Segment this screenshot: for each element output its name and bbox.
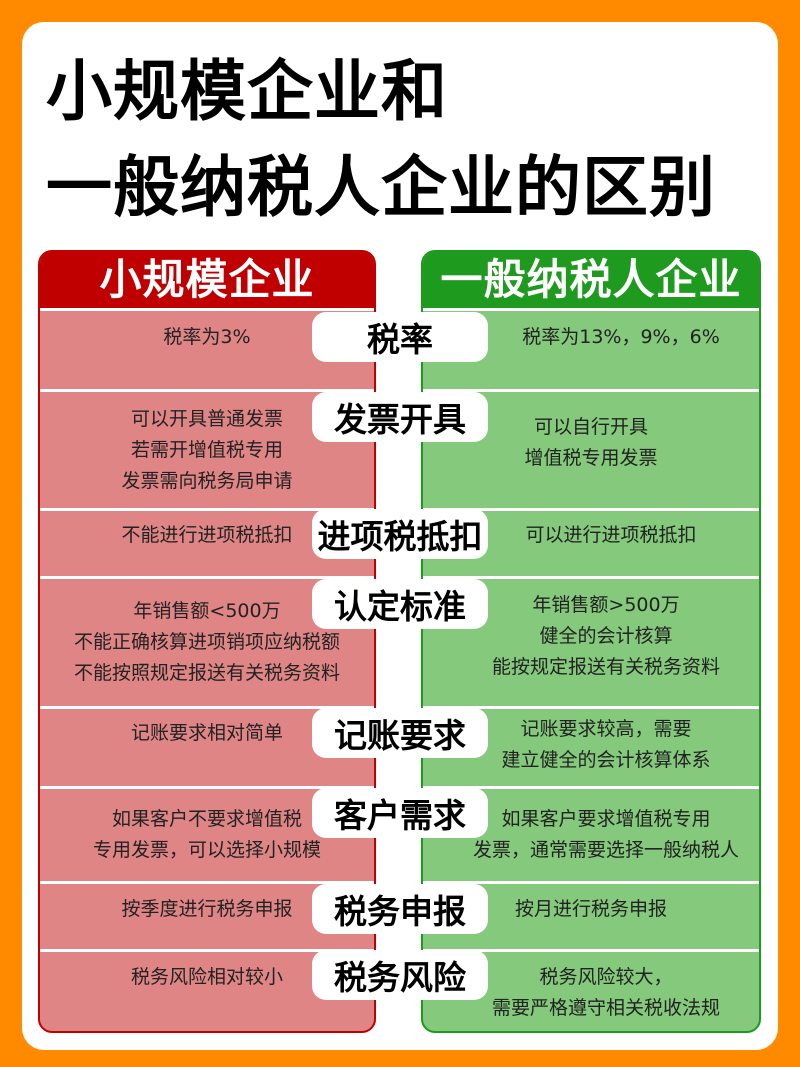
cell-line: 如果客户不要求增值税 (111, 808, 302, 830)
category-label-risk: 税务风险 (312, 950, 488, 1000)
row-divider (40, 786, 374, 789)
general-cell-input-tax: 可以进行进项税抵扣 (423, 520, 759, 551)
general-cell-risk: 税务风险较大， 需要严格遵守相关税收法规 (423, 962, 759, 1024)
cell-line: 可以进行进项税抵扣 (525, 524, 697, 546)
cell-line: 能按规定报送有关税务资料 (491, 656, 720, 678)
cell-line: 专用发票，可以选择小规模 (92, 839, 321, 861)
cell-line: 税务风险相对较小 (130, 966, 283, 988)
cell-line: 按季度进行税务申报 (121, 898, 293, 920)
cell-line: 需要严格遵守相关税收法规 (491, 997, 720, 1019)
category-label-customer: 客户需求 (312, 788, 488, 838)
category-label-input-tax: 进项税抵扣 (312, 509, 488, 559)
category-label-filing: 税务申报 (312, 884, 488, 934)
row-divider (423, 706, 759, 709)
row-divider (423, 786, 759, 789)
small-scale-header: 小规模企业 (40, 252, 374, 308)
row-divider (40, 508, 374, 511)
cell-line: 可以自行开具 (533, 416, 648, 438)
cell-line: 不能按照规定报送有关税务资料 (73, 662, 340, 684)
general-cell-filing: 按月进行税务申报 (423, 894, 759, 925)
cell-line: 若需开增值税专用 (130, 439, 283, 461)
cell-line: 建立健全的会计核算体系 (501, 749, 711, 771)
cell-line: 税率为13%，9%，6% (522, 326, 720, 348)
category-label-criteria: 认定标准 (312, 579, 488, 629)
row-divider (40, 308, 374, 311)
cell-line: 记账要求较高，需要 (520, 718, 692, 740)
cell-line: 发票，通常需要选择一般纳税人 (472, 839, 739, 861)
row-divider (423, 308, 759, 311)
general-cell-invoice: 可以自行开具 增值税专用发票 (423, 412, 759, 474)
row-divider (40, 576, 374, 579)
cell-line: 不能正确核算进项销项应纳税额 (73, 631, 340, 653)
general-taxpayer-header: 一般纳税人企业 (423, 252, 759, 308)
general-cell-tax-rate: 税率为13%，9%，6% (423, 322, 759, 353)
row-divider (423, 949, 759, 952)
page-title-line-2: 一般纳税人企业的区别 (46, 149, 716, 226)
cell-line: 不能进行进项税抵扣 (121, 524, 293, 546)
small-cell-bookkeeping: 记账要求相对简单 (40, 718, 374, 749)
small-cell-customer: 如果客户不要求增值税 专用发票，可以选择小规模 (40, 804, 374, 866)
small-cell-filing: 按季度进行税务申报 (40, 894, 374, 925)
small-cell-tax-rate: 税率为3% (40, 322, 374, 353)
cell-line: 如果客户要求增值税专用 (501, 808, 711, 830)
page-title-line-1: 小规模企业和 (46, 53, 448, 130)
row-divider (40, 706, 374, 709)
small-cell-criteria: 年销售额<500万 不能正确核算进项销项应纳税额 不能按照规定报送有关税务资料 (40, 596, 374, 689)
row-divider (423, 576, 759, 579)
general-cell-bookkeeping: 记账要求较高，需要 建立健全的会计核算体系 (423, 714, 759, 776)
cell-line: 税率为3% (163, 326, 251, 348)
general-cell-criteria: 年销售额>500万 健全的会计核算 能按规定报送有关税务资料 (423, 590, 759, 683)
row-divider (423, 881, 759, 884)
cell-line: 可以开具普通发票 (130, 408, 283, 430)
row-divider (40, 949, 374, 952)
general-taxpayer-column: 一般纳税人企业 税率为13%，9%，6% 可以自行开具 增值税专用发票 可以进行… (421, 250, 761, 1033)
cell-line: 记账要求相对简单 (130, 722, 283, 744)
small-cell-invoice: 可以开具普通发票 若需开增值税专用 发票需向税务局申请 (40, 404, 374, 497)
cell-line: 健全的会计核算 (539, 625, 673, 647)
cell-line: 发票需向税务局申请 (121, 470, 293, 492)
category-label-bookkeeping: 记账要求 (312, 708, 488, 758)
small-cell-input-tax: 不能进行进项税抵扣 (40, 520, 374, 551)
cell-line: 增值税专用发票 (524, 447, 658, 469)
category-label-tax-rate: 税率 (312, 312, 488, 362)
general-cell-customer: 如果客户要求增值税专用 发票，通常需要选择一般纳税人 (423, 804, 759, 866)
cell-line: 年销售额<500万 (133, 600, 281, 622)
row-divider (40, 389, 374, 392)
cell-line: 年销售额>500万 (532, 594, 680, 616)
row-divider (40, 881, 374, 884)
cell-line: 按月进行税务申报 (514, 898, 667, 920)
small-scale-column: 小规模企业 税率为3% 可以开具普通发票 若需开增值税专用 发票需向税务局申请 … (38, 250, 376, 1033)
cell-line: 税务风险较大， (539, 966, 673, 988)
small-cell-risk: 税务风险相对较小 (40, 962, 374, 993)
row-divider (423, 389, 759, 392)
category-label-invoice: 发票开具 (312, 392, 488, 442)
row-divider (423, 508, 759, 511)
